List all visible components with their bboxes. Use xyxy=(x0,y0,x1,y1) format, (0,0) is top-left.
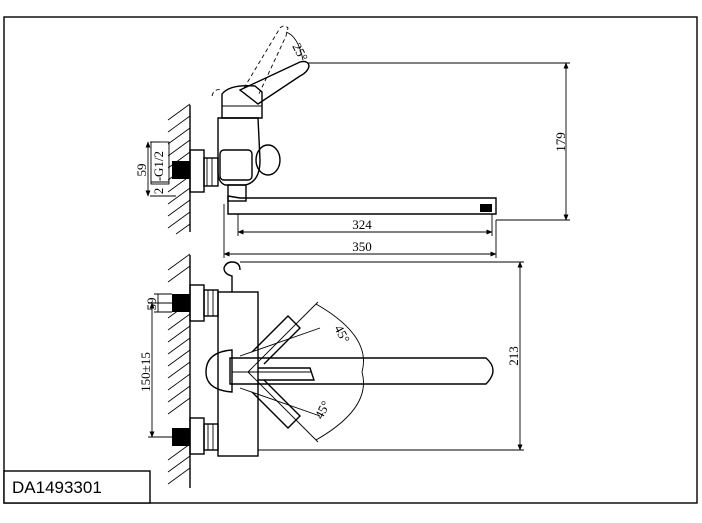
plan-width-label: 213 xyxy=(506,346,521,366)
total-reach-label: 350 xyxy=(352,239,372,254)
inlet-pipe-upper xyxy=(172,294,190,312)
drawing-frame xyxy=(3,16,698,504)
plan-depth-label: 59 xyxy=(144,298,159,311)
connector-nut-side xyxy=(203,157,219,187)
lever-handle xyxy=(238,60,310,105)
depth-dimension-label: 59 xyxy=(134,164,149,177)
spout-rotated-upper xyxy=(251,315,301,365)
body-knob xyxy=(219,149,253,181)
lever-raised-outline xyxy=(243,25,289,97)
plan-view: 45° 45° 213 59 150±15 xyxy=(138,253,524,488)
spout-plan xyxy=(229,357,494,385)
inlet-pipe-side xyxy=(172,161,190,179)
swivel-upper-label: 45° xyxy=(331,322,353,345)
shower-hook xyxy=(223,261,241,292)
spout-rotated-lower xyxy=(251,379,301,429)
product-code-box xyxy=(3,470,151,504)
aerator-side xyxy=(480,204,492,212)
mixer-body-plan xyxy=(217,291,259,457)
wall-flange-side xyxy=(189,149,205,193)
product-code: DA1493301 xyxy=(12,478,102,497)
inlet-pipe-lower xyxy=(172,428,190,446)
thread-size-label: G1/2 xyxy=(151,151,166,177)
height-dimension-label: 179 xyxy=(553,132,568,152)
spout-reach-label: 324 xyxy=(352,217,372,232)
swivel-lower-label: 45° xyxy=(311,398,333,421)
side-view: 179 25° 324 350 59 G1/2 2 - xyxy=(134,25,570,258)
lever-angle-label: 25° xyxy=(289,40,311,63)
inlet-spacing-label: 150±15 xyxy=(138,352,153,392)
mixer-body-side xyxy=(217,117,261,186)
lever-base xyxy=(221,84,263,119)
wall-gap-label: 2 xyxy=(151,188,166,195)
spout-base xyxy=(227,184,247,202)
side-knob xyxy=(255,144,281,176)
wall-plan xyxy=(167,253,191,488)
spout-side xyxy=(227,195,497,215)
svg-text:-: - xyxy=(151,177,166,181)
swivel-arc xyxy=(315,303,364,441)
